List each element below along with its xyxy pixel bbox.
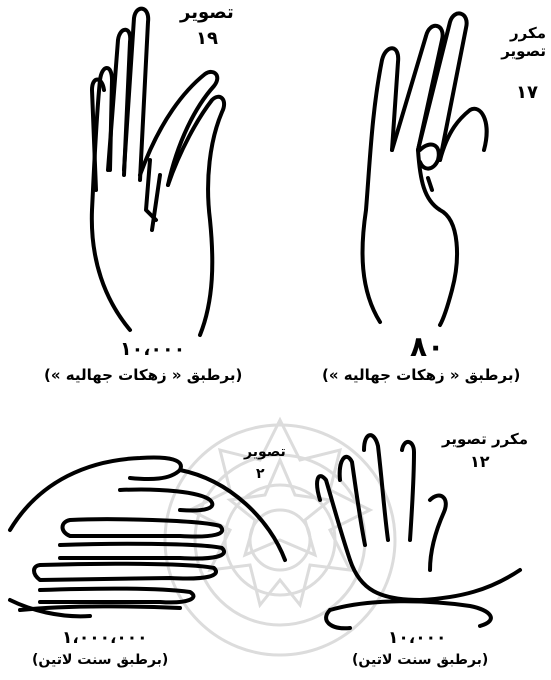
figure-3-description: (برطبق سنت لاتین) — [32, 652, 168, 668]
figure-2-caption-number: ۱۷ — [516, 82, 538, 103]
figure-4-number: ۱۰،۰۰۰ — [388, 628, 446, 648]
figure-3-caption-number: ۲ — [256, 466, 265, 482]
figure-4-caption-label: مکرر تصویر — [442, 430, 528, 448]
hands-drawing-bottom-left — [10, 458, 285, 617]
hand-drawing-top-left — [92, 9, 224, 335]
figure-1-number: ۱۰،۰۰۰ — [120, 338, 185, 360]
figure-2-caption-label: مکرر تصویر — [496, 24, 546, 60]
figure-2-description: (برطبق « زهکات جهالیه ») — [322, 366, 520, 384]
figure-1-description: (برطبق « زهکات جهالیه ») — [44, 366, 242, 384]
figure-1-caption-label: تصویر — [180, 2, 234, 23]
figure-2-number: ۸۰ — [410, 330, 444, 363]
figure-3-number: ۱،۰۰۰،۰۰۰ — [62, 628, 148, 648]
hand-drawing-top-right — [363, 13, 487, 325]
figure-3-caption-label: تصویر — [244, 444, 286, 460]
figure-1-caption-number: ۱۹ — [196, 28, 218, 49]
figure-4-caption-number: ۱۲ — [470, 452, 490, 471]
figure-4-description: (برطبق سنت لاتین) — [352, 652, 488, 668]
